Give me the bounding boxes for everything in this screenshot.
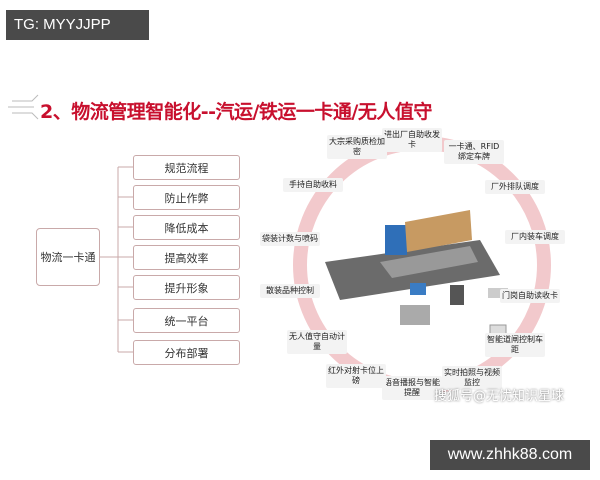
benefit-item: 统一平台 — [133, 308, 240, 333]
watermark: 搜狐号@无忧知识星球 — [434, 389, 565, 404]
root-node: 物流一卡通 — [36, 228, 100, 286]
benefit-item: 提升形象 — [133, 275, 240, 300]
benefit-item: 提高效率 — [133, 245, 240, 270]
benefit-item: 规范流程 — [133, 155, 240, 180]
ring-node: 散装品种控制 — [260, 284, 320, 298]
ring-node: 语音播报与智能提醒 — [382, 376, 442, 400]
benefit-item: 降低成本 — [133, 215, 240, 240]
site-url: www.zhhk88.com — [430, 440, 590, 470]
benefit-item: 防止作弊 — [133, 185, 240, 210]
truck-scale-illustration — [325, 210, 508, 344]
ring-node: 大宗采购质检加密 — [327, 135, 387, 159]
ring-node: 进出厂自助收发卡 — [382, 128, 442, 152]
ring-node: 无人值守自动计量 — [287, 330, 347, 354]
ring-node: 红外对射卡位上磅 — [326, 364, 386, 388]
ring-node: 厂外排队调度 — [485, 180, 545, 194]
ring-node: 手持自助收料 — [283, 178, 343, 192]
title-decoration-icon — [8, 94, 39, 120]
ring-node: 一卡通、RFID绑定车牌 — [444, 140, 504, 164]
benefit-item: 分布部署 — [133, 340, 240, 365]
ring-node: 实时拍照与视频监控 — [442, 366, 502, 390]
ring-node: 门岗自助读收卡 — [500, 289, 560, 303]
tg-tag: TG: MYYJJPP — [6, 10, 149, 40]
ring-node: 袋装计数与喷码 — [260, 232, 320, 246]
page-title: 2、物流管理智能化--汽运/铁运一卡通/无人值守 — [40, 101, 432, 123]
connector-lines — [100, 166, 133, 353]
ring-node: 厂内装车调度 — [505, 230, 565, 244]
ring-node: 智能道闸控制车距 — [485, 333, 545, 357]
